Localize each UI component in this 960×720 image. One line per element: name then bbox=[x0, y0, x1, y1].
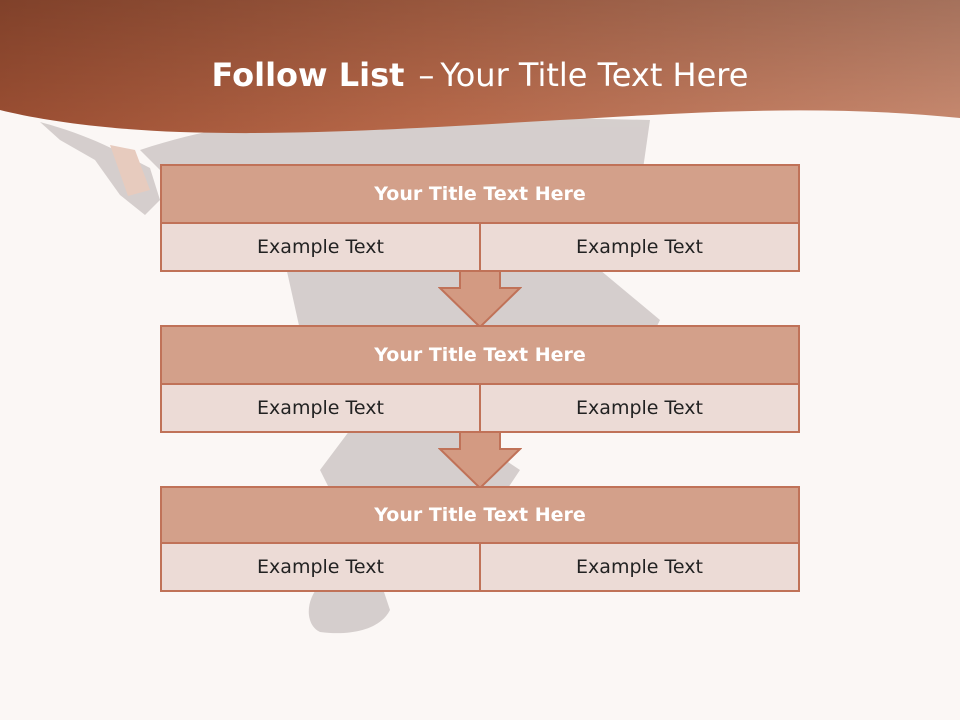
list-block-2: Your Title Text Here Example Text Exampl… bbox=[160, 325, 800, 433]
down-arrow-icon bbox=[438, 270, 522, 329]
block-right-text[interactable]: Example Text bbox=[481, 542, 800, 592]
block-left-text[interactable]: Example Text bbox=[160, 383, 481, 433]
block-row: Example Text Example Text bbox=[160, 542, 800, 592]
block-right-text[interactable]: Example Text bbox=[481, 383, 800, 433]
list-block-3: Your Title Text Here Example Text Exampl… bbox=[160, 486, 800, 592]
block-title[interactable]: Your Title Text Here bbox=[160, 164, 800, 224]
block-left-text[interactable]: Example Text bbox=[160, 542, 481, 592]
list-block-1: Your Title Text Here Example Text Exampl… bbox=[160, 164, 800, 272]
block-row: Example Text Example Text bbox=[160, 383, 800, 433]
title-separator: – bbox=[418, 56, 435, 94]
block-title[interactable]: Your Title Text Here bbox=[160, 486, 800, 544]
title-rest: Your Title Text Here bbox=[440, 56, 749, 94]
down-arrow-icon bbox=[438, 431, 522, 490]
block-row: Example Text Example Text bbox=[160, 222, 800, 272]
block-title[interactable]: Your Title Text Here bbox=[160, 325, 800, 385]
title-bold: Follow List bbox=[211, 56, 405, 94]
page-title: Follow List–Your Title Text Here bbox=[0, 52, 960, 98]
block-left-text[interactable]: Example Text bbox=[160, 222, 481, 272]
header-banner bbox=[0, 0, 960, 134]
block-right-text[interactable]: Example Text bbox=[481, 222, 800, 272]
